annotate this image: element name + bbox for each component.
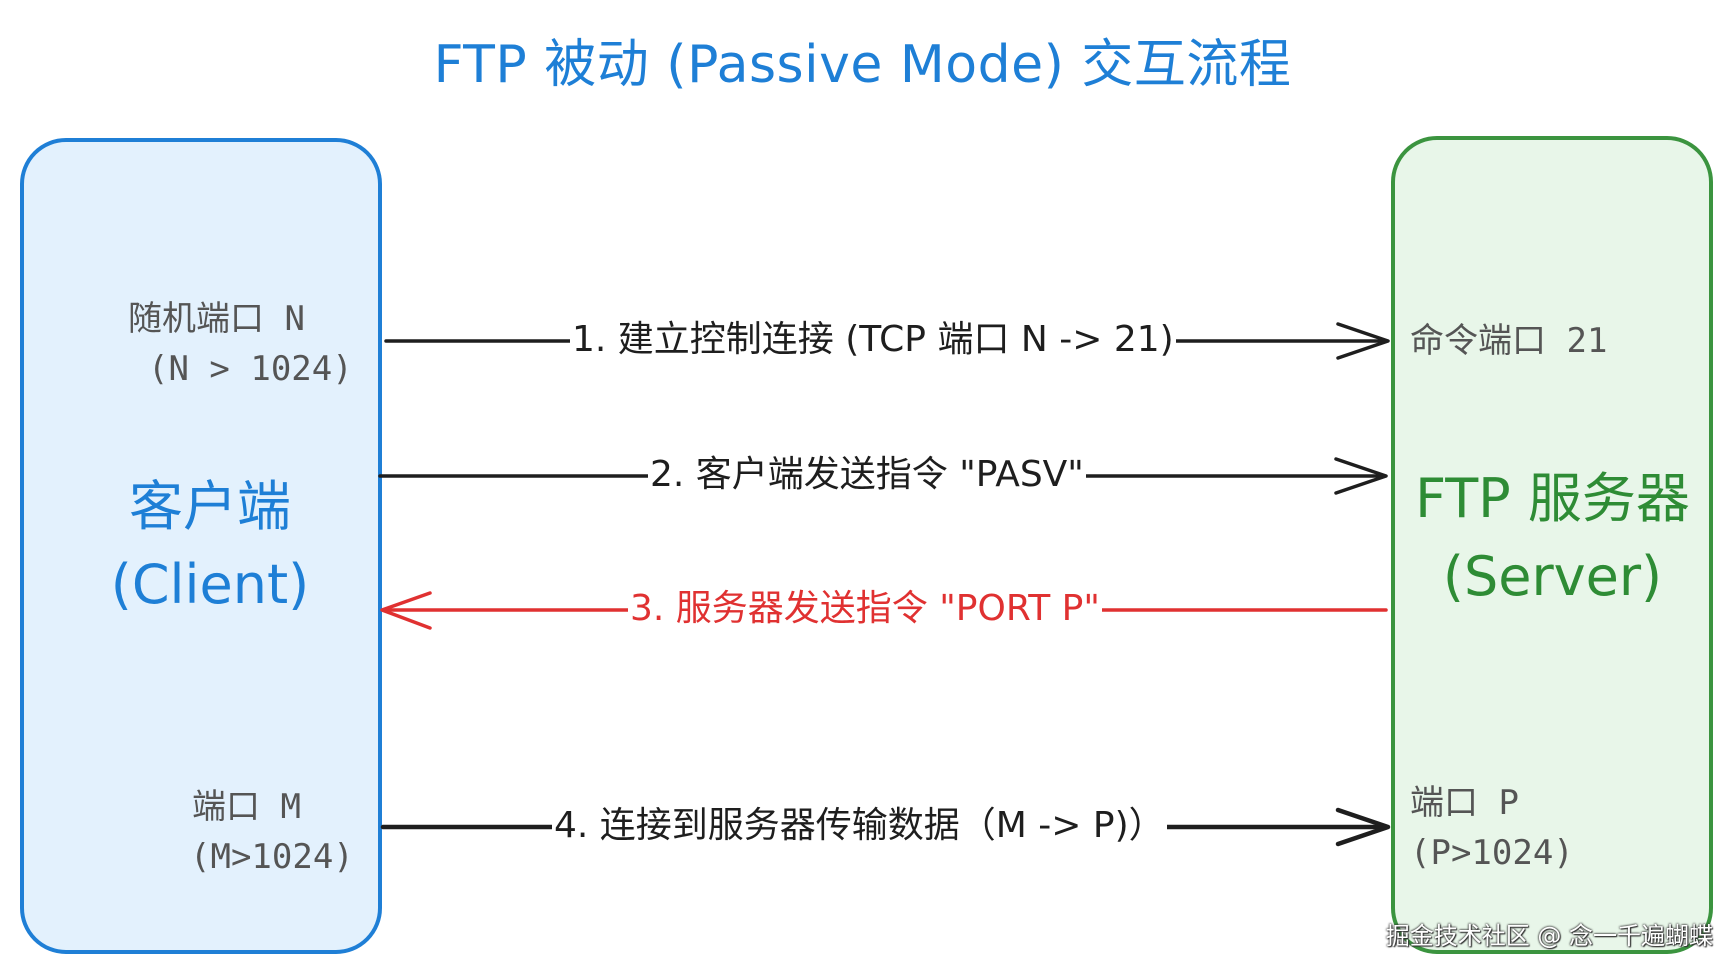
watermark: 掘金技术社区 @ 念一千遍蝴蝶: [1385, 922, 1713, 950]
client-name: 客户端: [129, 475, 291, 538]
step-1-label: 1. 建立控制连接 (TCP 端口 N -> 21): [570, 318, 1176, 362]
server-name: FTP 服务器: [1415, 467, 1690, 530]
server-name-en: (Server): [1442, 545, 1663, 608]
step-3-label: 3. 服务器发送指令 "PORT P": [628, 587, 1102, 631]
server-box: [1391, 136, 1713, 954]
step-4-label: 4. 连接到服务器传输数据（M -> P)）: [552, 804, 1167, 848]
step-2-label: 2. 客户端发送指令 "PASV": [648, 453, 1086, 497]
client-data-port-label: 端口 M: [192, 787, 301, 827]
server-data-port-label: 端口 P: [1410, 783, 1519, 823]
server-command-port-label: 命令端口 21: [1410, 321, 1608, 361]
client-data-port-condition: (M>1024): [190, 837, 354, 877]
server-data-port-condition: (P>1024): [1410, 833, 1574, 873]
client-random-port-label: 随机端口 N: [128, 299, 305, 339]
diagram-title: FTP 被动 (Passive Mode) 交互流程: [433, 35, 1292, 95]
client-name-en: (Client): [110, 553, 310, 616]
client-box: [20, 138, 382, 954]
client-random-port-condition: (N > 1024): [148, 349, 353, 389]
